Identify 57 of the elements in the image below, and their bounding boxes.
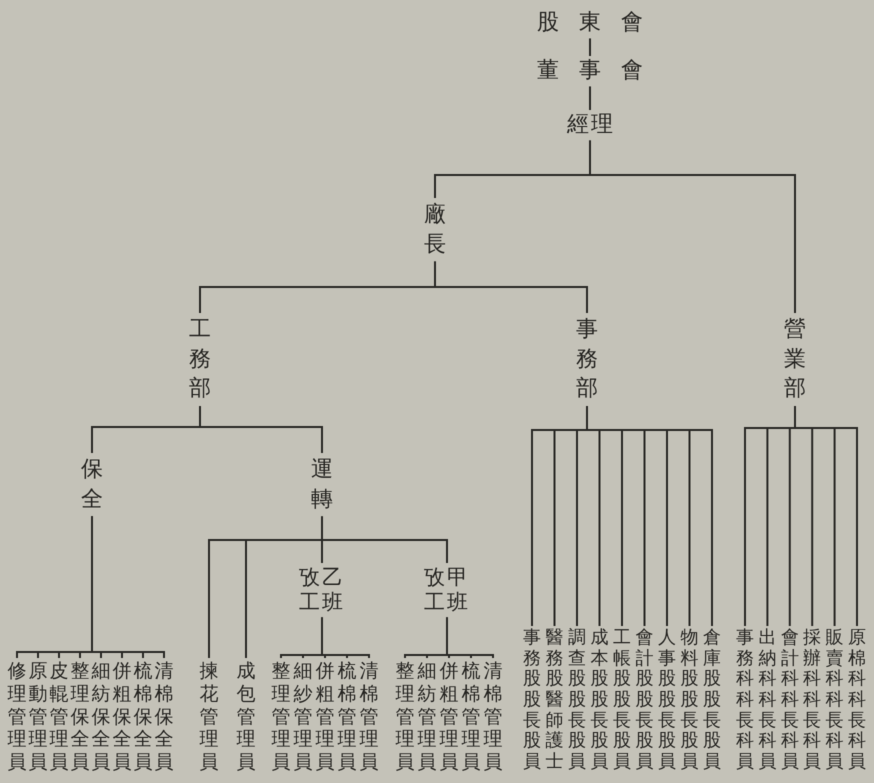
position-label: 成本股股長股員: [590, 628, 608, 773]
position-label: 調查股股長股員: [568, 628, 586, 773]
department-label: 廠長: [424, 200, 446, 260]
connector-line: [586, 406, 713, 626]
department-label: 攷乙工班: [296, 565, 348, 616]
position-label: 會計科科長科員: [780, 628, 799, 773]
department-label: 董事會: [517, 58, 663, 84]
connector-line: [589, 38, 591, 56]
position-label: 併粗保全員: [112, 660, 132, 774]
department-label: 攷甲工班: [422, 565, 472, 616]
position-label: 事務股股長股員: [523, 628, 541, 773]
connector-line: [589, 86, 591, 110]
position-label: 醫務股醫師護士: [546, 628, 564, 773]
position-label: 原動管理員: [28, 660, 48, 774]
position-label: 整理管理員: [396, 660, 414, 774]
position-label: 細紡保全員: [92, 660, 110, 774]
position-label: 倉庫股股長股員: [703, 628, 721, 773]
position-label: 清棉保全員: [154, 660, 174, 774]
connector-line: [199, 406, 323, 453]
position-label: 清棉管理員: [484, 660, 502, 774]
department-label: 事務部: [576, 315, 598, 404]
department-label: 保全: [81, 455, 103, 514]
position-label: 清棉管理員: [360, 660, 378, 774]
position-label: 皮輥管理員: [50, 660, 68, 774]
position-label: 細紗管理員: [294, 660, 312, 774]
position-label: 併粗管理員: [316, 660, 334, 774]
position-label: 會計股股長股員: [636, 628, 654, 773]
connector-line: [589, 140, 796, 313]
department-label: 工務部: [189, 315, 211, 404]
position-label: 事務科科長科員: [736, 628, 754, 773]
connector-line: [321, 516, 448, 563]
position-label: 修理管理員: [8, 660, 26, 774]
position-label: 工帳股股長股員: [613, 628, 631, 773]
position-label: 整理管理員: [272, 660, 290, 774]
connector-line: [434, 261, 588, 313]
position-label: 整理保全員: [70, 660, 90, 774]
position-label: 梳棉管理員: [338, 660, 356, 774]
connector-line: [91, 516, 165, 658]
department-label: 經理: [564, 112, 616, 138]
position-label: 梳棉保全員: [134, 660, 152, 774]
position-label: 原棉科科長科員: [848, 628, 866, 773]
connector-line: [446, 617, 494, 658]
department-label: 營業部: [784, 315, 806, 404]
position-label: 人事股股長股員: [658, 628, 676, 773]
position-label: 出納科科長科員: [758, 628, 776, 773]
position-label: 梳棉管理員: [462, 660, 480, 774]
position-label: 併粗管理員: [440, 660, 458, 774]
connector-line: [794, 406, 858, 626]
position-label: 成包管理員: [236, 660, 256, 774]
position-label: 細紡管理員: [418, 660, 436, 774]
position-label: 採辦科科長科員: [803, 628, 822, 773]
department-label: 股東會: [517, 10, 663, 36]
position-label: 物料股股長股員: [680, 628, 698, 773]
position-label: 揀花管理員: [200, 660, 218, 774]
connector-line: [321, 617, 370, 658]
position-label: 販賣科科長科員: [826, 628, 844, 773]
department-label: 運轉: [311, 455, 333, 514]
